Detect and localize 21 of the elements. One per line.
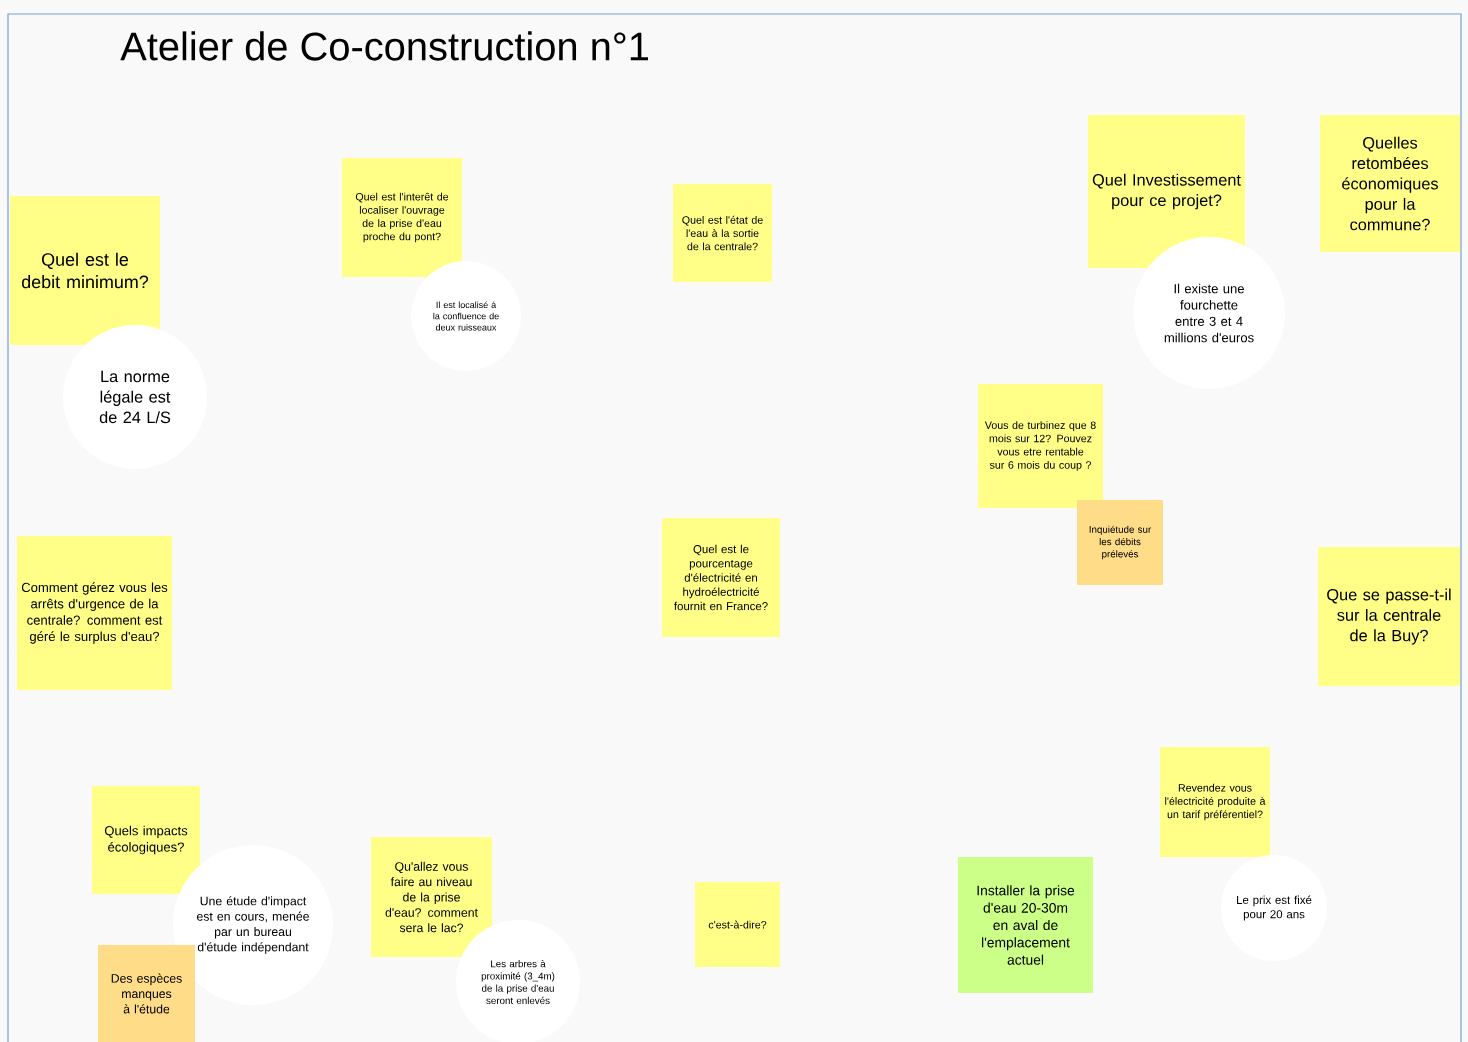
- sticky-note: Que se passe-t-il sur la centrale de la Buy?: [1318, 547, 1460, 686]
- answer-bubble: La norme légale est de 24 L/S: [63, 325, 207, 469]
- sticky-note: Quel est le debit minimum?: [10, 196, 160, 345]
- sticky-note: Des espèces manques à l'étude: [98, 945, 195, 1042]
- answer-bubble: Il est localisé à la confluence de deux ruisseaux: [411, 261, 521, 371]
- answer-bubble: Le prix est fixé pour 20 ans: [1221, 855, 1327, 961]
- sticky-note: Quels impacts écologiques?: [92, 786, 200, 894]
- sticky-note: Comment gérez vous les arrêts d'urgence de la centrale? comment est géré le surplus d'eau?: [17, 536, 172, 690]
- sticky-note: Quel est l'interêt de localiser l'ouvrage de la prise d'eau proche du pont?: [342, 158, 462, 277]
- sticky-note: c'est-à-dire?: [695, 882, 780, 967]
- sticky-note: Quelles retombées économiques pour la commune?: [1320, 115, 1460, 252]
- sticky-note: Installer la prise d'eau 20-30m en aval de l'emplacement actuel: [958, 857, 1093, 993]
- title: Atelier de Co-construction n°1: [120, 31, 648, 61]
- sticky-note: Revendez vous l'électricité produite à un tarif préférentiel?: [1160, 747, 1270, 857]
- sticky-note: Quel est le pourcentage d'électricité en hydroélectricité fournit en France?: [662, 518, 780, 637]
- sticky-note: Qu'allez vous faire au niveau de la prise d'eau? comment sera le lac?: [371, 837, 492, 957]
- sticky-note: Inquiétude sur les débits prélevés: [1077, 500, 1163, 585]
- answer-bubble: Il existe une fourchette entre 3 et 4 millions d'euros: [1133, 237, 1285, 389]
- sticky-note: Vous de turbinez que 8 mois sur 12? Pouvez vous etre rentable sur 6 mois du coup ?: [978, 384, 1103, 508]
- sticky-note: Quel Investissement pour ce projet?: [1088, 115, 1245, 268]
- sticky-note: Quel est l'état de l'eau à la sortie de la centrale?: [673, 184, 772, 282]
